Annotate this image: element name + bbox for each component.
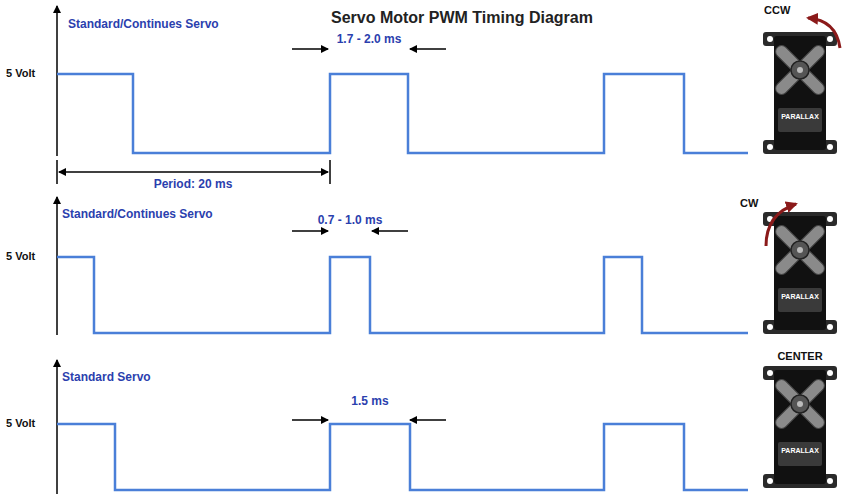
voltage-label: 5 Volt [6, 250, 35, 263]
direction-label: CENTER [777, 350, 822, 363]
brand-label: PARALLAX [781, 113, 819, 121]
diagram-title: Servo Motor PWM Timing Diagram [331, 9, 593, 27]
panel-label: Standard/Continues Servo [62, 208, 213, 222]
pulse-width: 0.7 - 1.0 ms [318, 214, 383, 228]
voltage-label: 5 Volt [6, 67, 35, 80]
panel-label: Standard/Continues Servo [68, 18, 219, 32]
period-label: Period: 20 ms [154, 178, 233, 192]
panel-label: Standard Servo [62, 371, 151, 385]
direction-label: CCW [764, 4, 790, 17]
pulse-width: 1.5 ms [351, 395, 388, 409]
brand-label: PARALLAX [781, 293, 819, 301]
brand-label: PARALLAX [781, 447, 819, 455]
direction-label: CW [740, 197, 758, 210]
pulse-width: 1.7 - 2.0 ms [337, 33, 402, 47]
voltage-label: 5 Volt [6, 417, 35, 430]
